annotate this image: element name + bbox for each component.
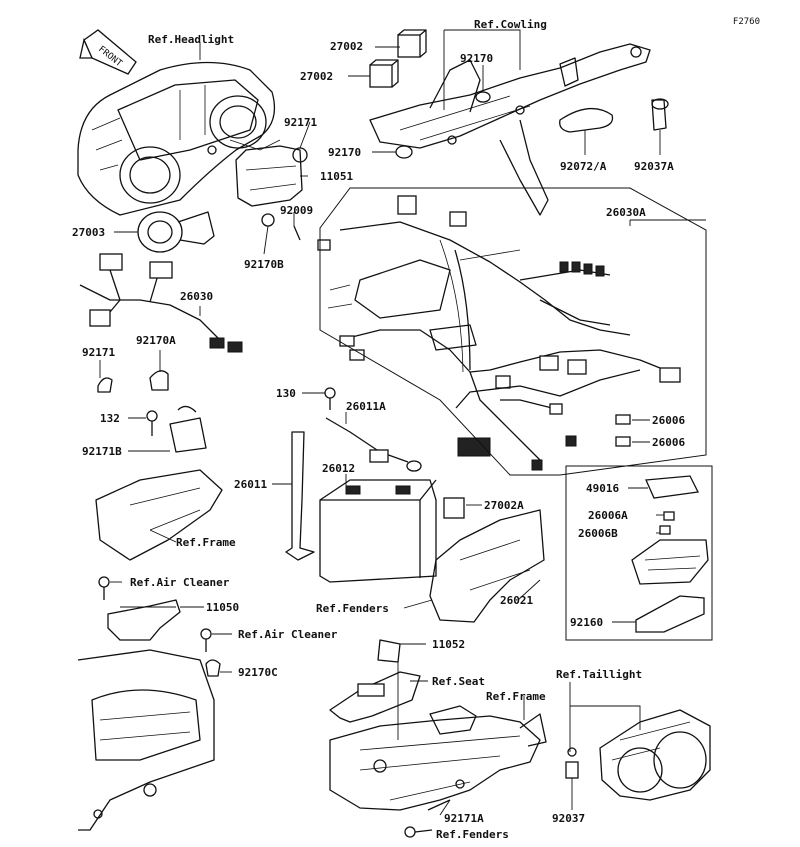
front-arrow: FRONT bbox=[79, 29, 137, 75]
bolt-fenders-bottom bbox=[404, 826, 433, 838]
label-ref-seat: Ref.Seat bbox=[432, 675, 485, 688]
label-ref-frame-right: Ref.Frame bbox=[486, 690, 546, 703]
sub-harness-26030 bbox=[79, 253, 243, 353]
main-harness-26030a bbox=[317, 195, 681, 471]
label-ref-fenders-mid: Ref.Fenders bbox=[316, 602, 389, 615]
label-27003: 27003 bbox=[72, 226, 105, 239]
fuse-26006a bbox=[663, 511, 675, 521]
fender-26021 bbox=[429, 509, 545, 623]
label-26012: 26012 bbox=[322, 462, 355, 475]
label-92170c: 92170C bbox=[238, 666, 278, 679]
bracket-11051 bbox=[235, 145, 308, 241]
label-11051: 11051 bbox=[320, 170, 353, 183]
label-11052: 11052 bbox=[432, 638, 465, 651]
seat-bracket bbox=[329, 671, 421, 723]
label-ref-air-cleaner-2: Ref.Air Cleaner bbox=[238, 628, 338, 641]
label-92171-left: 92171 bbox=[82, 346, 115, 359]
label-ref-fenders-bottom: Ref.Fenders bbox=[436, 828, 509, 841]
label-92170-top: 92170 bbox=[460, 52, 493, 65]
label-92037: 92037 bbox=[552, 812, 585, 825]
label-27002-b: 27002 bbox=[300, 70, 333, 83]
label-26021: 26021 bbox=[500, 594, 533, 607]
relay-27002-b bbox=[369, 59, 399, 88]
headlight-assembly bbox=[77, 61, 281, 216]
taillight bbox=[599, 709, 711, 801]
bolt-air-cleaner-1 bbox=[98, 576, 110, 600]
fuse-26006-a bbox=[615, 414, 631, 425]
relay-27002a bbox=[443, 497, 465, 519]
label-92171-top: 92171 bbox=[284, 116, 317, 129]
battery-26012 bbox=[319, 479, 437, 583]
label-92170b: 92170B bbox=[244, 258, 284, 271]
clamp-92171-left bbox=[97, 377, 113, 393]
label-26011: 26011 bbox=[234, 478, 267, 491]
bolt-92171a bbox=[427, 799, 451, 811]
label-92072a: 92072/A bbox=[560, 160, 607, 173]
clamp-92170a bbox=[149, 370, 169, 391]
fuse-holder-92160 bbox=[635, 595, 705, 633]
bolt-air-cleaner-2 bbox=[200, 628, 212, 652]
label-ref-air-cleaner-1: Ref.Air Cleaner bbox=[130, 576, 230, 589]
harness-box bbox=[319, 187, 707, 476]
label-130: 130 bbox=[276, 387, 296, 400]
fuse-26006-b bbox=[615, 436, 631, 447]
fuse-box bbox=[631, 539, 709, 585]
label-92160: 92160 bbox=[570, 616, 603, 629]
relay-27002-a bbox=[397, 29, 427, 58]
horn-27003 bbox=[137, 211, 215, 253]
label-26006-a: 26006 bbox=[652, 414, 685, 427]
label-ref-frame-left: Ref.Frame bbox=[176, 536, 236, 549]
label-26006a: 26006A bbox=[588, 509, 628, 522]
label-92037a: 92037A bbox=[634, 160, 674, 173]
label-26006-b: 26006 bbox=[652, 436, 685, 449]
clamp-92037a bbox=[651, 98, 669, 131]
bracket-11052 bbox=[377, 639, 401, 663]
rear-subframe bbox=[329, 705, 547, 811]
part-labels: Ref.Headlight Ref.Cowling 27002 27002 92… bbox=[72, 18, 685, 841]
bolt-132 bbox=[146, 410, 158, 436]
label-49016: 49016 bbox=[586, 482, 619, 495]
clamp-92037 bbox=[565, 747, 579, 779]
frame-left bbox=[95, 469, 223, 561]
cover-49016 bbox=[645, 475, 699, 499]
label-ref-cowling: Ref.Cowling bbox=[474, 18, 547, 31]
clamp-92170c bbox=[205, 659, 221, 677]
clamp-92170-mid bbox=[395, 145, 413, 159]
label-27002a: 27002A bbox=[484, 499, 524, 512]
band-92072a bbox=[559, 108, 614, 133]
label-27002-a: 27002 bbox=[330, 40, 363, 53]
leader-lines bbox=[99, 29, 706, 816]
label-132: 132 bbox=[100, 412, 120, 425]
label-26030: 26030 bbox=[180, 290, 213, 303]
label-26011a: 26011A bbox=[346, 400, 386, 413]
label-ref-headlight: Ref.Headlight bbox=[148, 33, 234, 46]
bracket-11050 bbox=[107, 599, 181, 641]
clamp-92170-top bbox=[475, 91, 491, 103]
label-ref-taillight: Ref.Taillight bbox=[556, 668, 642, 681]
figure-id: F2760 bbox=[733, 17, 760, 27]
label-26030a: 26030A bbox=[606, 206, 646, 219]
battery-lead-26011a bbox=[325, 417, 422, 472]
bolt-130 bbox=[324, 387, 336, 410]
label-92009: 92009 bbox=[280, 204, 313, 217]
chassis-left bbox=[77, 649, 215, 831]
bracket-92171b bbox=[169, 405, 207, 453]
label-11050: 11050 bbox=[206, 601, 239, 614]
fuse-26006b bbox=[659, 525, 671, 535]
cowling-bracket bbox=[369, 43, 651, 216]
label-92171b: 92171B bbox=[82, 445, 122, 458]
label-92170-mid: 92170 bbox=[328, 146, 361, 159]
battery-lead-26011 bbox=[285, 431, 315, 561]
label-26006b: 26006B bbox=[578, 527, 618, 540]
label-92171a: 92171A bbox=[444, 812, 484, 825]
label-92170a: 92170A bbox=[136, 334, 176, 347]
fuse-box-frame bbox=[565, 465, 713, 641]
